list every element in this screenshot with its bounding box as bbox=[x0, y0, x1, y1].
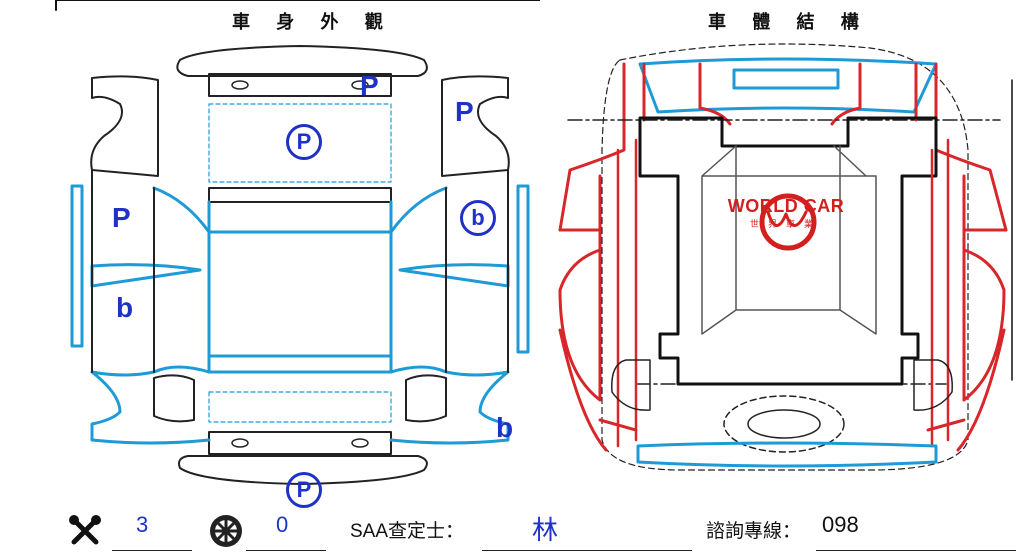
mark-p-circled-hood: P bbox=[286, 124, 322, 160]
wheel-icon bbox=[210, 515, 242, 547]
taillight-left bbox=[231, 438, 249, 448]
body-exterior-diagram bbox=[55, 0, 540, 485]
mark-b-left-door: b bbox=[116, 292, 134, 323]
mark-b-right-quarter: b bbox=[496, 412, 514, 443]
floor-frame bbox=[638, 116, 938, 386]
left-side-molding bbox=[70, 184, 84, 348]
mark-p-circled-rear: P bbox=[286, 472, 322, 508]
right-door-panels bbox=[389, 186, 510, 445]
right-quarter-outline bbox=[405, 169, 509, 423]
right-side-sill bbox=[926, 174, 1008, 452]
radiator-support bbox=[638, 57, 938, 114]
spare-tire-well bbox=[723, 395, 845, 453]
taillight-right bbox=[351, 438, 369, 448]
wheel-count-underline bbox=[246, 550, 326, 551]
headlight-left bbox=[231, 80, 249, 90]
left-door-panels bbox=[90, 186, 211, 445]
hotline-underline bbox=[816, 550, 1016, 551]
front-bumper-outline bbox=[176, 45, 428, 77]
mark-p-right-fender: P bbox=[455, 96, 474, 127]
inspector-label: SAA查定士： bbox=[350, 521, 465, 542]
mark-p-left-door: P bbox=[112, 202, 131, 233]
tools-icon bbox=[69, 515, 101, 545]
right-side-molding bbox=[516, 184, 530, 354]
front-side-members bbox=[558, 62, 1008, 232]
world-car-logo-icon bbox=[766, 210, 808, 227]
world-car-logo-icon bbox=[759, 193, 817, 251]
left-quarter-outline bbox=[91, 169, 195, 423]
trunk-dashed bbox=[208, 391, 392, 423]
windshield bbox=[208, 187, 392, 203]
left-side-outline bbox=[90, 75, 159, 177]
rear-panel bbox=[636, 441, 938, 468]
structure-outline-dashed bbox=[601, 43, 969, 471]
floor-inner bbox=[701, 145, 877, 335]
wheel-count: 0 bbox=[276, 512, 289, 537]
spare-tire-inner bbox=[747, 409, 821, 439]
body-exterior-header: 車 身 外 觀 bbox=[232, 12, 393, 33]
radiator-core bbox=[732, 68, 840, 90]
roof-outline bbox=[207, 200, 393, 358]
headlight-right bbox=[351, 80, 369, 90]
body-structure-diagram bbox=[558, 43, 1013, 471]
repair-count-underline bbox=[112, 550, 192, 551]
rear-panel bbox=[208, 431, 392, 455]
hotline-label: 諮詢專線： bbox=[706, 521, 802, 542]
logo-sub: 世界車業 bbox=[749, 219, 822, 229]
mark-p-front-right: P bbox=[360, 70, 379, 101]
right-side-outline bbox=[441, 75, 510, 177]
mark-b-circled-right-door: b bbox=[460, 200, 496, 236]
inner-pillars bbox=[616, 138, 950, 448]
hotline-value: 098 bbox=[822, 512, 859, 537]
inspector-value: 林 bbox=[532, 515, 559, 545]
hood-dashed bbox=[208, 103, 392, 183]
repair-count: 3 bbox=[136, 512, 149, 537]
body-structure-header: 車 體 結 構 bbox=[708, 12, 869, 33]
logo: WORLD CAR 世界車業 bbox=[716, 194, 856, 230]
rear-wheel-wells bbox=[611, 359, 953, 411]
rear-bumper-outline bbox=[178, 455, 428, 485]
front-panel bbox=[208, 73, 392, 97]
left-side-sill bbox=[558, 174, 638, 452]
logo-name: WORLD CAR bbox=[727, 196, 845, 216]
inspector-underline bbox=[482, 550, 692, 551]
